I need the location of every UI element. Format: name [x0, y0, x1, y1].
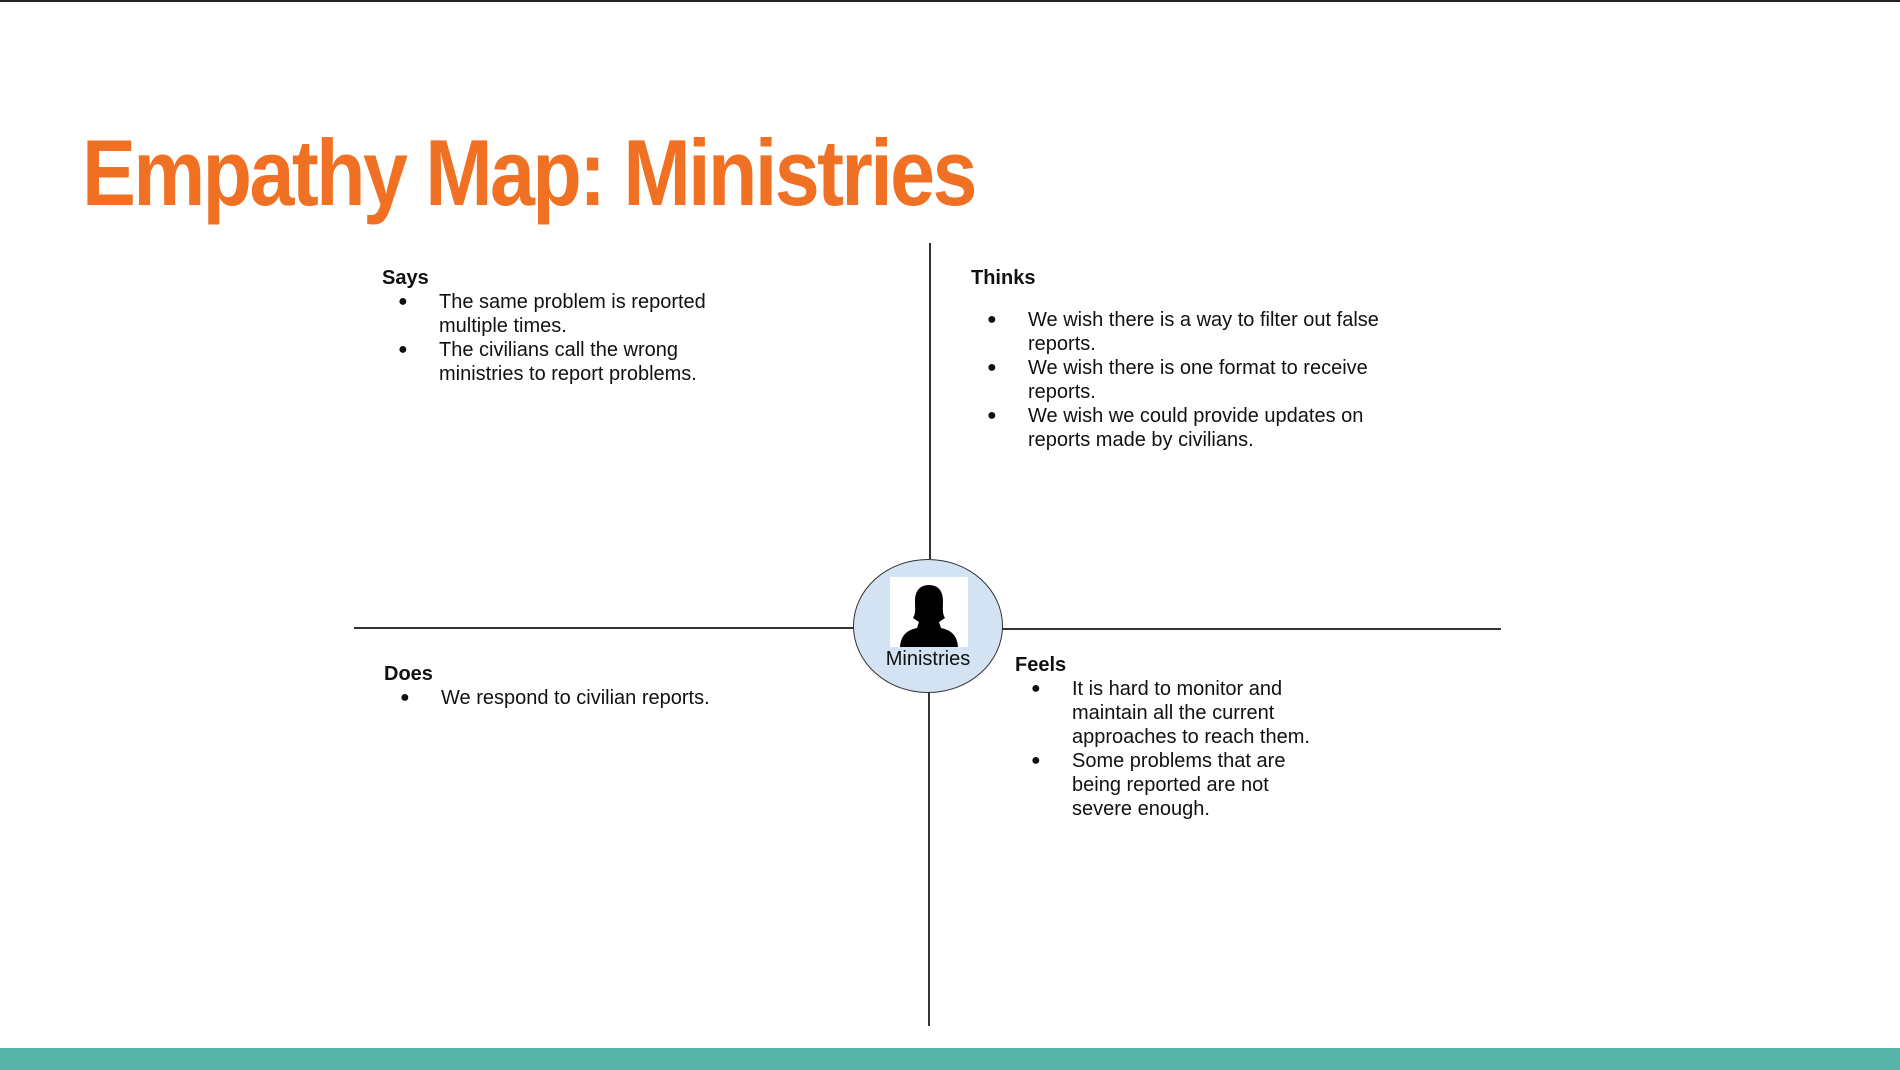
persona-label: Ministries — [885, 648, 971, 670]
vertical-axis-bottom — [928, 693, 930, 1026]
bullet-icon: ● — [1031, 680, 1041, 697]
feels-item-text: Some problems that are being reported ar… — [1072, 750, 1286, 820]
feels-item-text: It is hard to monitor and maintain all t… — [1072, 678, 1310, 748]
feels-quadrant: Feels ● It is hard to monitor and maintai… — [1015, 653, 1375, 821]
bullet-icon: ● — [400, 689, 410, 706]
top-border — [0, 0, 1900, 2]
thinks-quadrant: Thinks ● We wish there is a way to filter… — [971, 266, 1431, 452]
thinks-item-text: We wish there is a way to filter out fal… — [1028, 309, 1379, 355]
horizontal-axis-right — [1002, 628, 1501, 630]
avatar — [890, 577, 968, 647]
does-item-text: We respond to civilian reports. — [441, 687, 710, 709]
thinks-item-text: We wish we could provide updates on repo… — [1028, 405, 1364, 451]
does-item: ● We respond to civilian reports. — [384, 686, 821, 710]
does-heading: Does — [384, 663, 433, 685]
says-heading: Says — [382, 267, 429, 289]
thinks-item-text: We wish there is one format to receive r… — [1028, 357, 1368, 403]
slide-title: Empathy Map: Ministries — [82, 120, 978, 225]
bullet-icon: ● — [398, 341, 408, 358]
says-item-text: The civilians call the wrong ministries … — [439, 339, 697, 385]
feels-item: ● Some problems that are being reported a… — [1015, 749, 1320, 821]
thinks-heading: Thinks — [971, 267, 1036, 289]
horizontal-axis-left — [354, 627, 854, 629]
vertical-axis-top — [929, 243, 931, 559]
footer-bar — [0, 1048, 1900, 1070]
thinks-item: ● We wish we could provide updates on rep… — [971, 404, 1418, 452]
person-silhouette-icon — [900, 585, 958, 647]
feels-item: ● It is hard to monitor and maintain all … — [1015, 677, 1320, 749]
feels-heading: Feels — [1015, 654, 1067, 676]
bullet-icon: ● — [987, 311, 997, 328]
says-item-text: The same problem is reported multiple ti… — [439, 291, 706, 337]
says-quadrant: Says ● The same problem is reported multi… — [382, 266, 782, 386]
bullet-icon: ● — [987, 407, 997, 424]
persona-circle: Ministries — [853, 559, 1003, 693]
bullet-icon: ● — [987, 359, 997, 376]
thinks-item: ● We wish there is a way to filter out fa… — [971, 308, 1418, 356]
does-quadrant: Does ● We respond to civilian reports. — [384, 662, 804, 710]
bullet-icon: ● — [1031, 752, 1041, 769]
says-item: ● The same problem is reported multiple t… — [382, 290, 749, 338]
says-item: ● The civilians call the wrong ministries… — [382, 338, 749, 386]
thinks-item: ● We wish there is one format to receive … — [971, 356, 1418, 404]
bullet-icon: ● — [398, 293, 408, 310]
